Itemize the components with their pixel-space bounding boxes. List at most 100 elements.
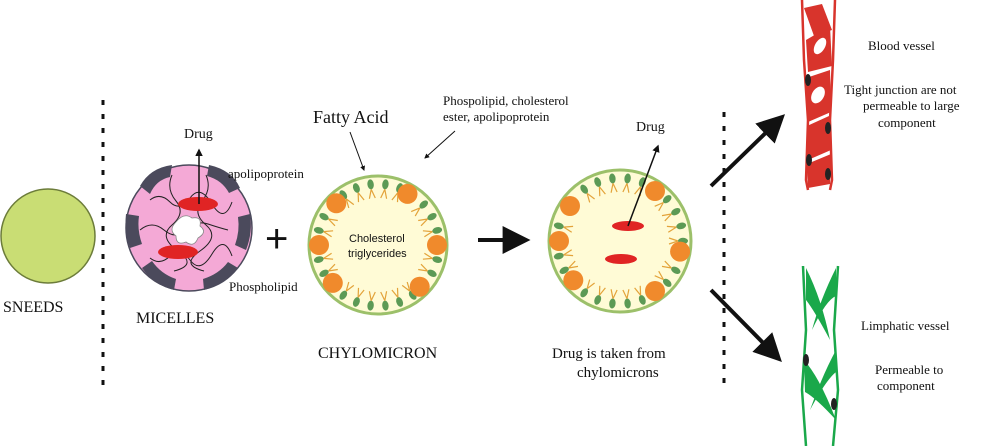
phospholipid-head — [676, 222, 687, 230]
components-pointer — [424, 130, 456, 159]
apolipoprotein-blob — [309, 235, 329, 255]
release-caption-line1: Drug is taken from — [552, 346, 666, 362]
chylomicron-core-line2: triglycerides — [348, 248, 407, 260]
phospholipid-head — [553, 222, 564, 230]
phospholipid-tail — [418, 218, 429, 227]
apolipoprotein-blob — [322, 272, 343, 293]
phospholipid-tail — [586, 279, 595, 290]
micelle-band-bottom-right — [203, 262, 238, 290]
phospholipid-head — [609, 173, 616, 184]
phospholipid-head — [382, 179, 389, 190]
phospholipid-tail — [563, 249, 574, 257]
fatty-acid-label: Fatty Acid — [313, 107, 389, 127]
micelle-group: Drug apolipoprotein Phospholipid MICELLE… — [125, 127, 304, 327]
phospholipid-tail — [610, 183, 618, 193]
phospholipid-tail — [380, 291, 388, 301]
blood-junction-1 — [805, 74, 811, 86]
phospholipid-head — [624, 298, 631, 309]
phospholipid-head — [419, 200, 429, 209]
components-label-line1: Phospolipid, cholesterol — [443, 93, 569, 108]
phospholipid-head — [319, 213, 329, 221]
phospholipid-tail — [666, 225, 677, 233]
lymphatic-vessel-note-line2: component — [877, 378, 935, 393]
lymph-flap-2 — [812, 268, 836, 330]
phospholipid-head — [319, 269, 329, 277]
phospholipid-tail — [368, 291, 376, 301]
blood-vessel-label: Blood vessel — [868, 38, 935, 53]
blood-cell-4 — [807, 116, 831, 160]
micelle-drug-bottom — [158, 245, 198, 259]
lymph-flap-4 — [810, 350, 836, 410]
blood-vessel-group: Blood vessel Tight junction are not perm… — [800, 0, 960, 191]
phospholipid-head — [624, 173, 631, 184]
apolipoprotein-blob — [670, 241, 691, 262]
lymph-flap-1 — [806, 268, 830, 340]
phospholipid-tail — [622, 183, 630, 193]
phospholipid-tail — [401, 281, 411, 292]
components-label-line2: ester, apolipoprotein — [443, 109, 550, 124]
phospholipid-head — [662, 278, 672, 287]
blood-junction-3 — [806, 154, 812, 166]
micelle-band-right — [235, 214, 251, 250]
apolipoprotein-blob — [560, 196, 580, 216]
phospholipid-tail — [668, 237, 679, 245]
phospholipid-head — [432, 256, 443, 263]
release-drug-arrow — [627, 144, 660, 227]
phospholipid-tail — [654, 201, 664, 212]
phospholipid-head — [559, 266, 569, 274]
sneeds-droplet — [0, 188, 96, 284]
phospholipid-tail — [622, 289, 630, 299]
phospholipid-tail — [568, 260, 579, 269]
phospholipid-tail — [563, 225, 574, 233]
blood-nucleus-1 — [813, 37, 827, 55]
phospholipid-head — [662, 195, 672, 204]
phospholipid-tail — [357, 192, 365, 203]
sneeds-group: SNEEDS — [0, 188, 96, 316]
apolipoprotein-blob — [645, 281, 665, 301]
lymphatic-vessel-group: Limphatic vessel Permeable to component — [800, 265, 950, 446]
blood-vessel-right-wall — [828, 0, 837, 191]
release-chylomicron-body — [547, 168, 693, 314]
apolipoprotein-blob — [326, 193, 347, 214]
phospholipid-tail — [391, 287, 399, 298]
lymph-junction-2 — [831, 398, 837, 410]
chylomicron-core-line1: Cholesterol — [349, 233, 405, 245]
release-phospholipids — [549, 173, 691, 309]
phospholipid-head — [580, 184, 589, 194]
phospholipid-tail — [634, 285, 642, 296]
arrow-to-blood-vessel — [709, 114, 786, 188]
apolipoprotein-blob — [397, 183, 418, 204]
blood-junction-2 — [825, 122, 831, 134]
release-drug-label: Drug — [636, 120, 665, 135]
chylomicron-phospholipids — [309, 179, 447, 311]
phospholipid-tail — [422, 230, 433, 238]
blood-cell-5 — [807, 154, 831, 188]
micelles-label: MICELLES — [136, 310, 214, 327]
blood-junction-4 — [825, 168, 831, 180]
micelle-band-top-right — [207, 165, 240, 193]
phospholipid-head — [382, 300, 389, 311]
chylomicron-group: Cholesterol triglycerides Fatty Acid Pho… — [307, 93, 569, 362]
phospholipid-tail — [345, 198, 355, 209]
phospholipid-head — [367, 300, 374, 311]
lymphatic-vessel-label: Limphatic vessel — [861, 318, 950, 333]
arrow-to-lymphatic-vessel — [709, 288, 782, 362]
phospholipid-tail — [345, 281, 355, 292]
release-drug-bottom — [605, 254, 637, 264]
blood-vessel-note-line3: component — [878, 115, 936, 130]
phospholipid-tail — [661, 213, 672, 222]
phospholipid-tail — [422, 252, 433, 260]
micelle-core — [171, 215, 204, 245]
phospholipid-label: Phospholipid — [229, 279, 298, 294]
blood-vessel-note-line1: Tight junction are not — [844, 82, 957, 97]
phospholipid-tail — [368, 189, 376, 199]
phospholipid-tail — [410, 207, 421, 217]
phospholipid-head — [638, 295, 646, 305]
blood-vessel-note-line2: permeable to large — [863, 98, 960, 113]
phospholipid-tail — [357, 287, 365, 298]
phospholipid-head — [352, 297, 360, 307]
plus-sign: + — [265, 217, 288, 261]
phospholipid-head — [427, 213, 437, 221]
phospholipid-tail — [327, 218, 338, 227]
blood-nucleus-2 — [811, 86, 825, 104]
